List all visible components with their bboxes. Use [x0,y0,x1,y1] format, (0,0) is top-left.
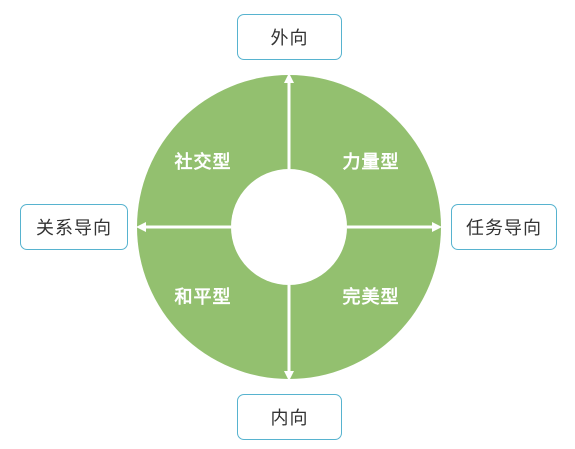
quadrant-label-peaceful: 和平型 [174,287,232,308]
quadrant-label-perfect: 完美型 [342,287,400,308]
axis-label-relationship-oriented: 关系导向 [20,204,128,250]
axis-label-introvert: 内向 [237,394,342,440]
ring-inner-hole [231,169,347,285]
axis-label-extrovert: 外向 [237,14,342,60]
quadrant-label-power: 力量型 [342,152,400,173]
axis-label-task-oriented: 任务导向 [451,204,557,250]
quadrant-label-social: 社交型 [174,152,232,173]
